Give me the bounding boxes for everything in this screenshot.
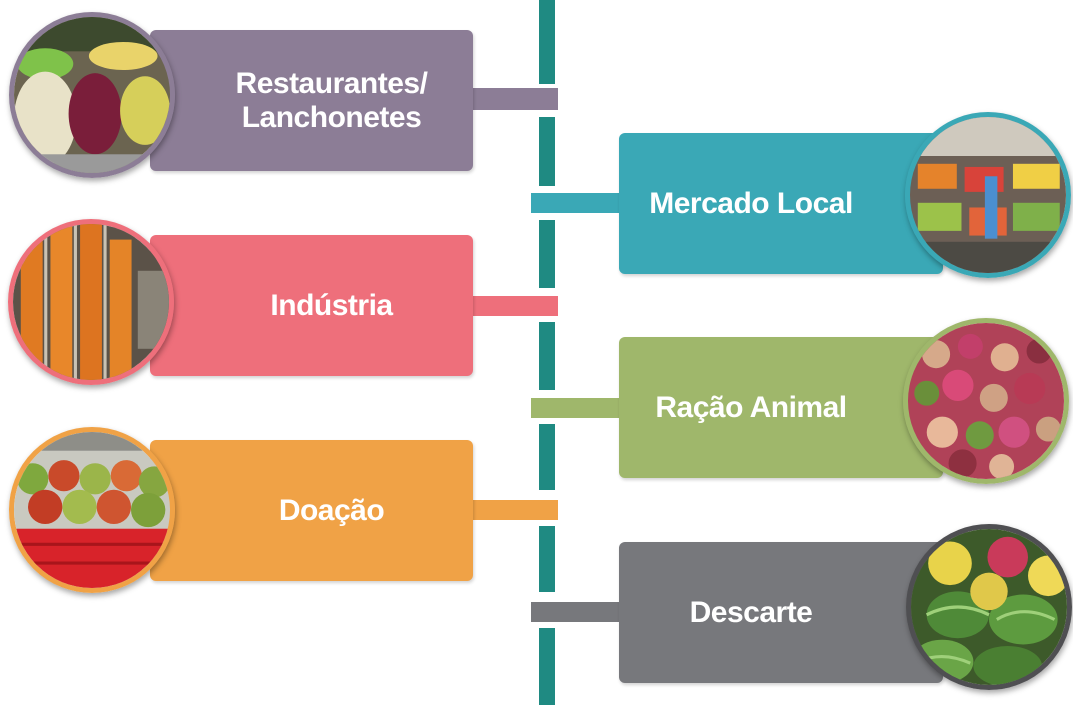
- card-racao: Ração Animal: [619, 337, 943, 478]
- connector-descarte: [531, 602, 621, 622]
- card-restaurantes: Restaurantes/ Lanchonetes: [150, 30, 473, 171]
- connector-industria: [473, 296, 558, 316]
- tomato-crate-photo-icon: [9, 427, 175, 593]
- card-doacao-label: Doação: [278, 493, 385, 527]
- card-industria-label: Indústria: [270, 288, 393, 322]
- card-doacao: Doação: [150, 440, 473, 581]
- card-mercado: Mercado Local: [619, 133, 943, 274]
- salad-bar-photo-icon: [9, 12, 175, 178]
- connector-mercado: [531, 193, 621, 213]
- market-stall-photo-icon: [905, 112, 1071, 278]
- card-descarte-label: Descarte: [689, 595, 813, 629]
- card-mercado-label: Mercado Local: [649, 186, 853, 220]
- connector-restaurantes: [473, 88, 558, 110]
- card-racao-label: Ração Animal: [655, 390, 847, 424]
- factory-conveyor-photo-icon: [8, 219, 174, 385]
- card-restaurantes-label: Restaurantes/ Lanchonetes: [235, 66, 428, 134]
- connector-racao: [531, 398, 621, 418]
- connector-doacao: [473, 500, 558, 520]
- discarded-melons-photo-icon: [906, 524, 1072, 690]
- card-descarte: Descarte: [619, 542, 943, 683]
- pet-food-photo-icon: [903, 318, 1069, 484]
- card-industria: Indústria: [150, 235, 473, 376]
